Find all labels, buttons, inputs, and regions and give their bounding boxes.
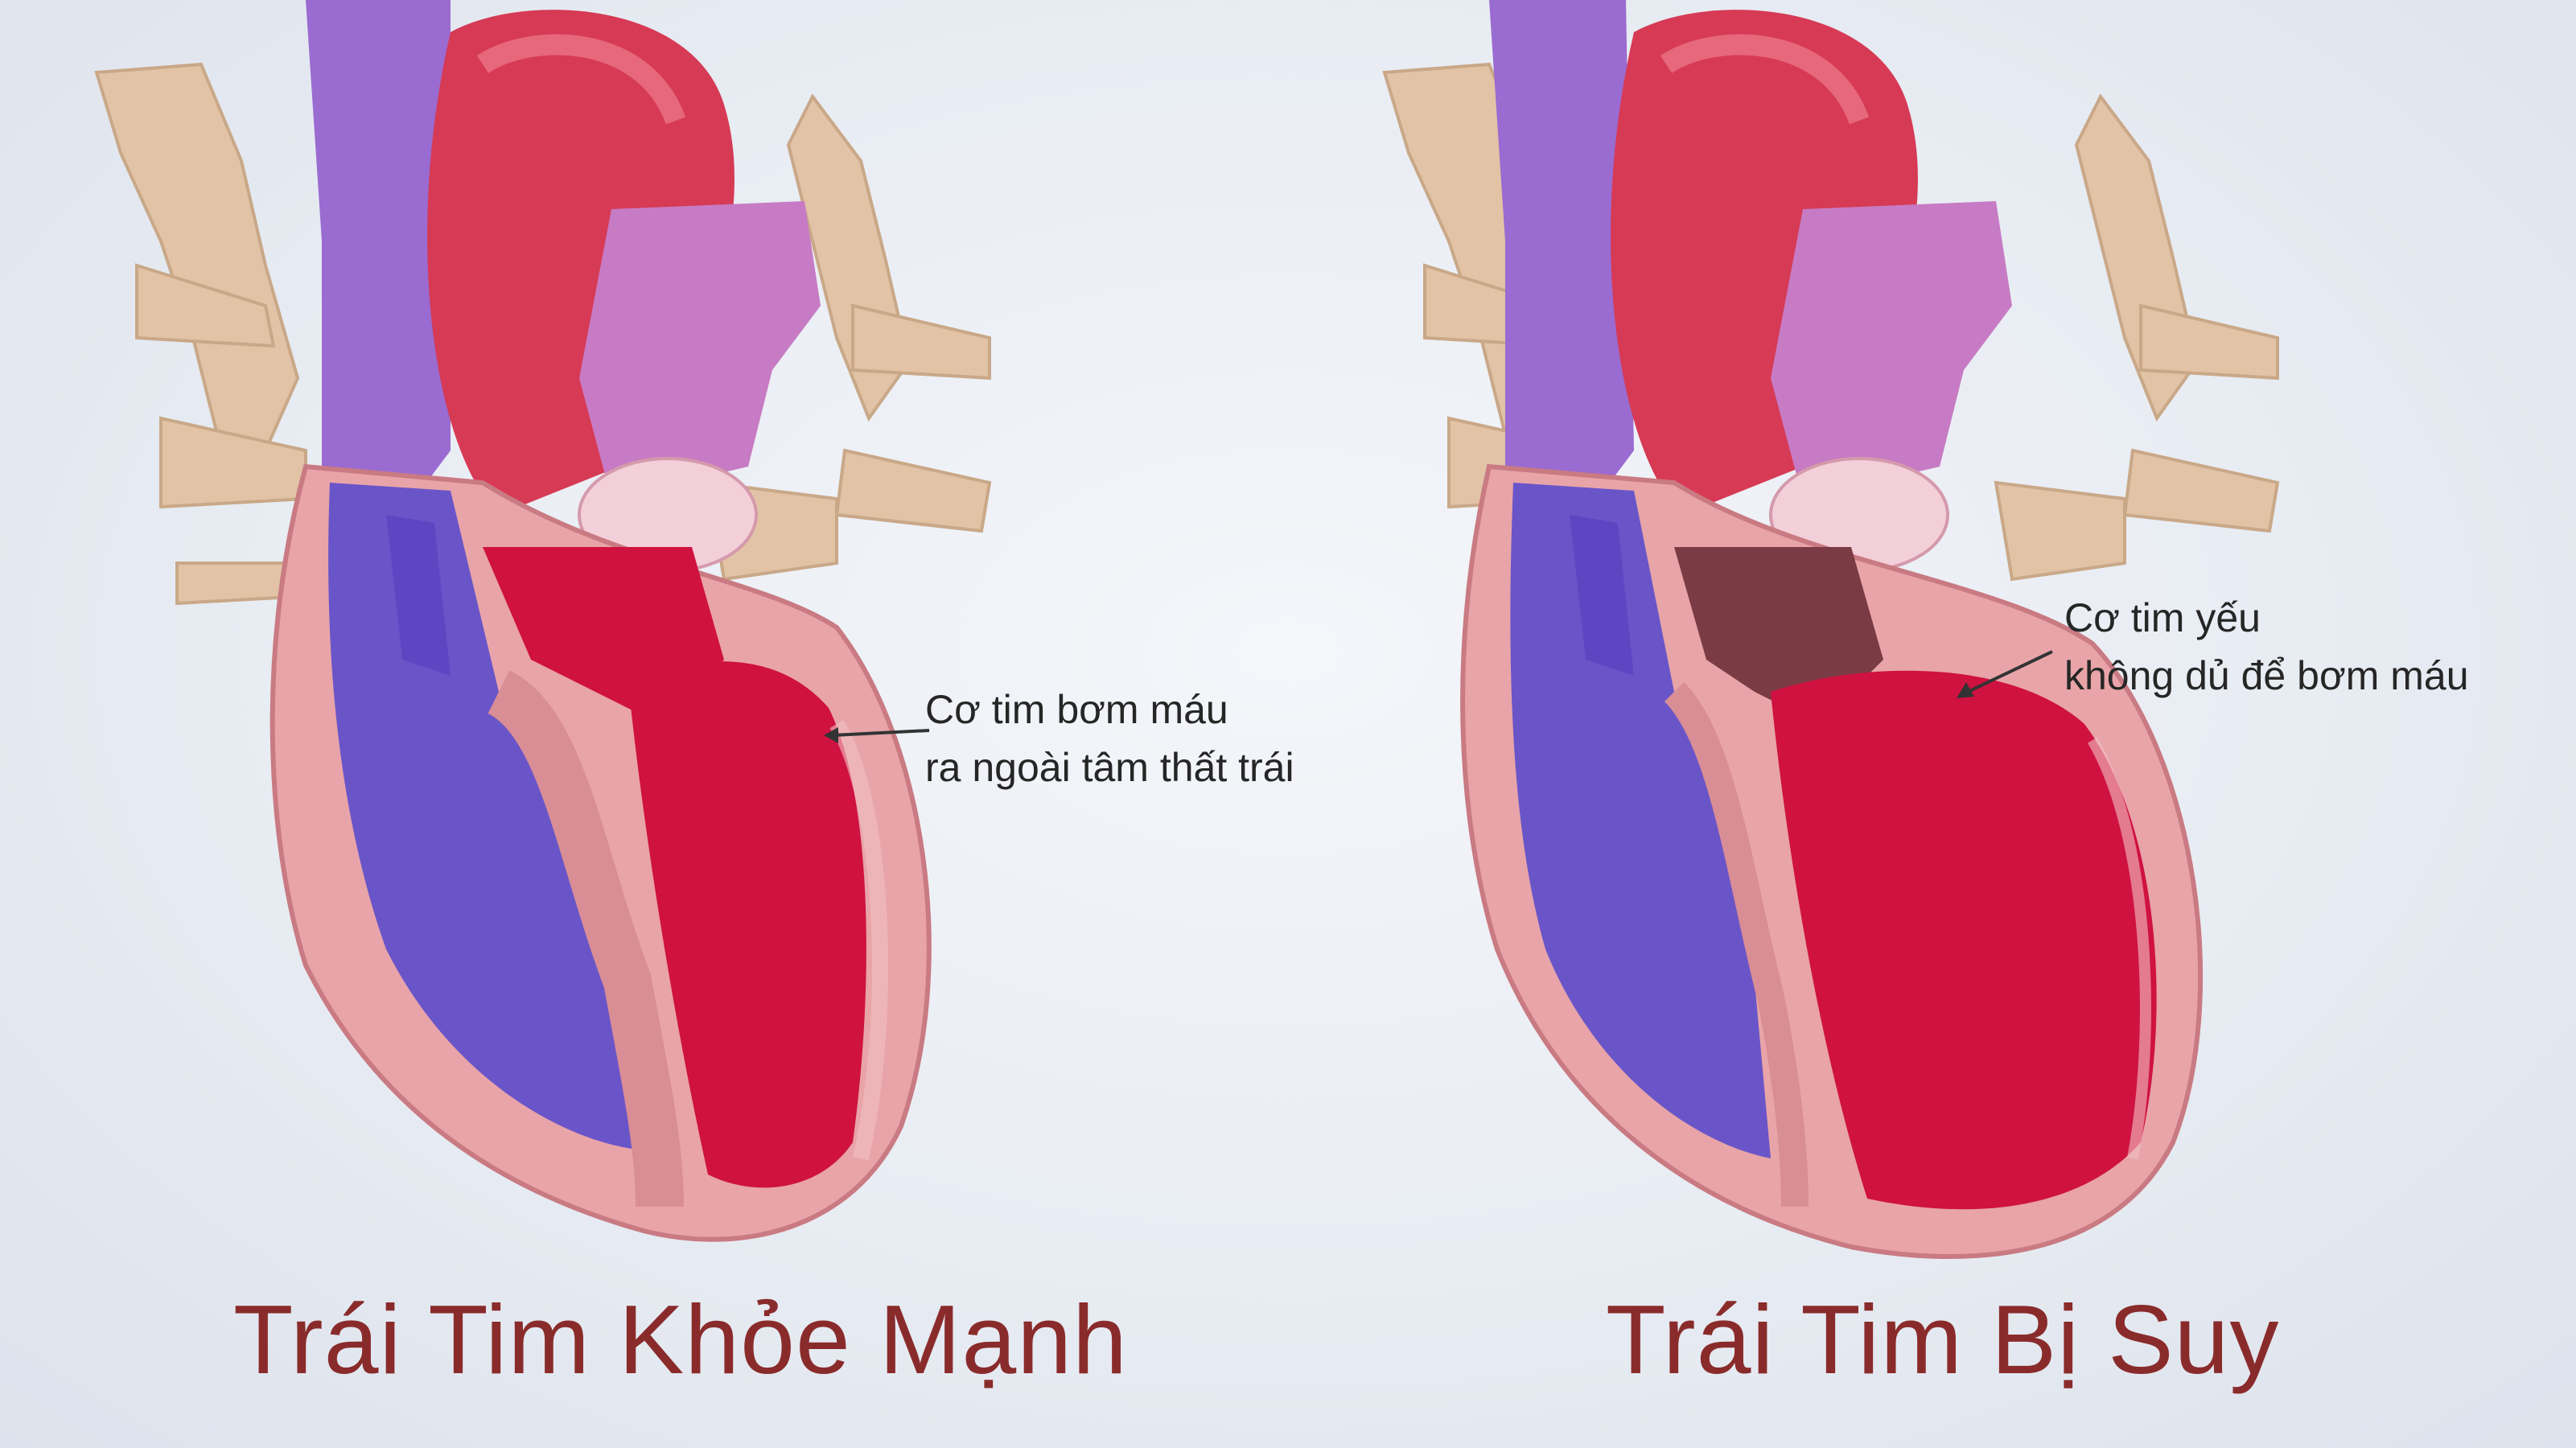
healthy-callout-arrow xyxy=(824,727,930,743)
healthy-caption: Trái Tim Khỏe Mạnh xyxy=(233,1285,1128,1394)
healthy-heart-panel: Cơ tim bơm máu ra ngoài tâm thất trái Tr… xyxy=(94,0,1294,1394)
vena-cava xyxy=(306,0,451,515)
failing-callout: Cơ tim yếu không dủ để bơm máu xyxy=(2064,589,2469,705)
left-ventricle xyxy=(1771,670,2157,1210)
vena-cava xyxy=(1489,0,1634,515)
pulmonary-artery xyxy=(1771,201,2012,499)
healthy-callout-line2: ra ngoài tâm thất trái xyxy=(925,745,1294,790)
healthy-callout-line1: Cơ tim bơm máu xyxy=(925,687,1228,732)
right-chamber xyxy=(1510,483,1771,1158)
pulmonary-artery xyxy=(579,201,821,499)
left-ventricle xyxy=(628,661,866,1188)
failing-callout-line2: không dủ để bơm máu xyxy=(2064,653,2469,698)
failing-caption: Trái Tim Bị Suy xyxy=(1606,1285,2280,1394)
failing-heart-illustration xyxy=(1382,0,2280,1260)
healthy-callout: Cơ tim bơm máu ra ngoài tâm thất trái xyxy=(925,681,1294,796)
failing-callout-arrow xyxy=(1957,650,2053,698)
failing-callout-line1: Cơ tim yếu xyxy=(2064,595,2261,640)
failing-heart-panel: Cơ tim yếu không dủ để bơm máu Trái Tim … xyxy=(1288,0,2576,1448)
healthy-heart-illustration xyxy=(94,0,992,1242)
